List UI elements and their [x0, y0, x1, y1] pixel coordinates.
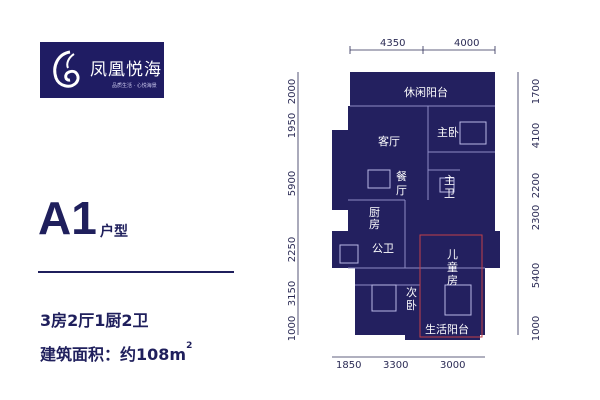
room-kids-3: 房 — [447, 274, 458, 287]
unit-type-suffix: 户型 — [100, 224, 128, 240]
brand-slogan: 品质生活 · 心悦海景 — [112, 83, 157, 89]
room-kids-2: 童 — [447, 261, 458, 274]
dim-left-6: 1000 — [287, 315, 299, 342]
brand-logo: 凤凰悦海 品质生活 · 心悦海景 — [40, 42, 164, 98]
dim-right-4: 2300 — [531, 204, 543, 231]
room-balcony-bottom: 生活阳台 — [425, 323, 469, 336]
room-master-bath-2: 卫 — [444, 187, 455, 200]
dim-right-1: 1700 — [531, 78, 543, 105]
dim-right-6: 1000 — [531, 315, 543, 342]
dim-top-1: 4350 — [380, 38, 406, 49]
divider-line — [38, 271, 234, 273]
dim-left-5: 3150 — [287, 280, 299, 307]
area-unit-superscript: 2 — [186, 341, 193, 351]
room-dining-2: 厅 — [396, 184, 407, 197]
room-kitchen-1: 厨 — [369, 206, 380, 219]
dim-bottom-2: 3300 — [383, 360, 409, 371]
room-public-bath: 公卫 — [372, 242, 394, 255]
dim-right-3: 2200 — [531, 172, 543, 199]
dim-left-3: 5900 — [287, 170, 299, 197]
building-area: 建筑面积：约108m2 — [40, 341, 192, 365]
unit-type-code: A1 — [38, 192, 97, 244]
room-second-2: 卧 — [406, 299, 417, 312]
dim-left-2: 1950 — [287, 112, 299, 139]
room-master: 主卧 — [437, 126, 459, 139]
dim-right-5: 5400 — [531, 262, 543, 289]
brand-name: 凤凰悦海 — [90, 60, 162, 80]
room-dining-1: 餐 — [396, 170, 407, 183]
dim-bottom-1: 1850 — [336, 360, 362, 371]
dim-top-2: 4000 — [454, 38, 480, 49]
floor-plan — [297, 46, 519, 358]
room-second-1: 次 — [406, 286, 417, 299]
phoenix-logo-icon — [53, 50, 80, 88]
room-living: 客厅 — [378, 135, 400, 148]
room-master-bath-1: 主 — [444, 174, 455, 187]
room-balcony-top: 休闲阳台 — [404, 86, 448, 99]
room-count: 3房2厅1厨2卫 — [40, 311, 149, 330]
room-kids-1: 儿 — [447, 248, 458, 261]
dim-bottom-3: 3000 — [440, 360, 466, 371]
dim-left-1: 2000 — [287, 78, 299, 105]
room-kitchen-2: 房 — [369, 218, 380, 231]
dim-left-4: 2250 — [287, 236, 299, 263]
dim-right-2: 4100 — [531, 122, 543, 149]
area-label: 建筑面积：约108m — [40, 345, 187, 364]
